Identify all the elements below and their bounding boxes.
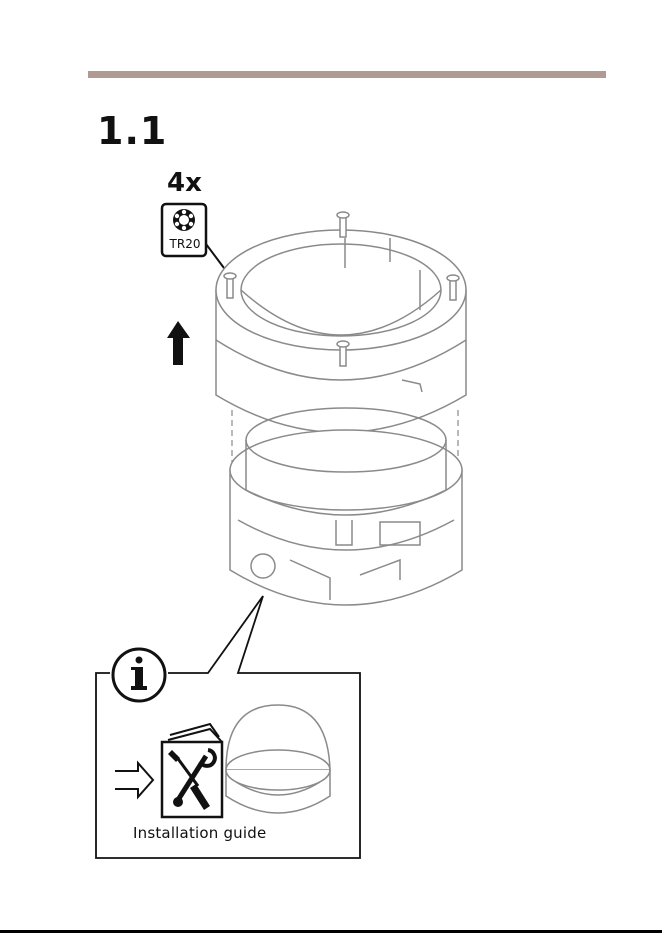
tool-label: TR20 — [163, 238, 207, 250]
info-icon — [113, 649, 165, 701]
torx-bit-icon — [162, 204, 224, 268]
arrow-right-icon — [115, 763, 153, 797]
dome-cover — [216, 230, 466, 433]
tools-manual-icon — [162, 724, 222, 817]
installation-guide-caption: Installation guide — [133, 826, 266, 841]
arrow-up-icon — [167, 321, 190, 365]
camera-dome-image — [226, 705, 330, 813]
camera-base — [230, 408, 462, 605]
